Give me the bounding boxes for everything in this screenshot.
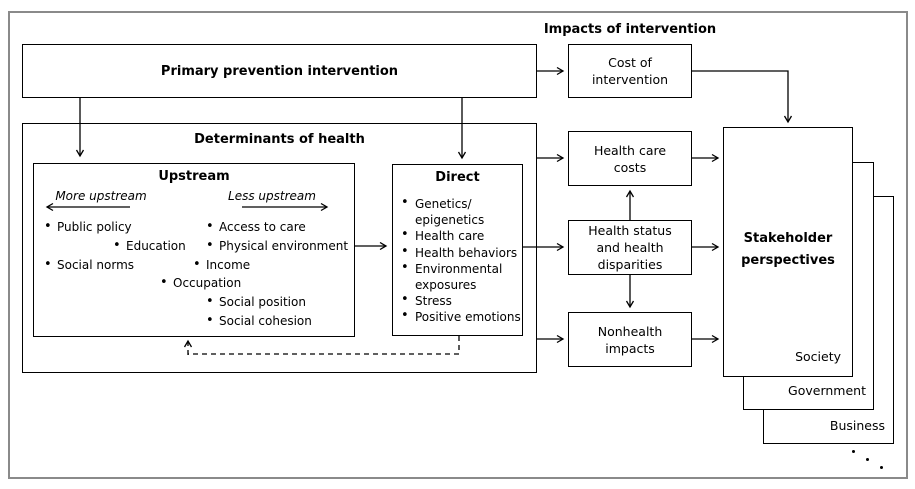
hs-line-1: Health status [588, 223, 672, 238]
direct-item-stress: Stress [401, 292, 519, 309]
more-stakeholders-ellipsis-dot-1 [852, 450, 855, 453]
more-stakeholders-ellipsis-dot-2 [866, 458, 869, 461]
nh-line-2: impacts [605, 340, 655, 356]
upstream-item-physical-environment: Physical environment [206, 238, 348, 253]
direct-item-genetics: Genetics/ [401, 195, 519, 212]
stakeholder-title-line-1: Stakeholder [743, 231, 833, 246]
direct-item-health-care: Health care [401, 227, 519, 244]
health-care-costs-box: Health care costs [568, 131, 692, 186]
more-upstream-label: More upstream [55, 189, 147, 203]
stakeholder-title: Stakeholder perspectives [724, 228, 852, 272]
direct-title: Direct [435, 170, 480, 185]
hs-line-3: disparities [597, 257, 663, 272]
upstream-title: Upstream [158, 169, 230, 184]
stakeholder-perspectives-box: Stakeholder perspectives Society [723, 127, 853, 377]
upstream-item-public-policy: Public policy [44, 219, 132, 234]
upstream-item-income: Income [193, 257, 250, 272]
cost-of-intervention-box: Cost of intervention [568, 44, 692, 98]
direct-item-epigenetics-wrap: epigenetics [415, 213, 485, 228]
upstream-item-occupation: Occupation [160, 275, 241, 290]
primary-prevention-box: Primary prevention intervention [22, 44, 537, 98]
stakeholder-title-line-2: perspectives [741, 253, 835, 268]
hs-line-2: and health [596, 240, 664, 255]
direct-item-positive-emotions: Positive emotions [401, 308, 521, 325]
direct-items-list: Genetics/ epigenetics Health care Health… [401, 195, 521, 326]
health-status-box: Health status and health disparities [568, 220, 692, 275]
impacts-of-intervention-header: Impacts of intervention [543, 22, 717, 37]
determinants-of-health-title: Determinants of health [194, 132, 365, 147]
nh-line-1: Nonhealth [597, 323, 663, 339]
cost-line-2: intervention [591, 72, 669, 87]
business-label: Business [829, 418, 885, 433]
outer-frame [8, 11, 908, 479]
upstream-item-social-cohesion: Social cohesion [206, 313, 312, 328]
direct-item-health-behaviors: Health behaviors [401, 244, 519, 261]
more-stakeholders-ellipsis-dot-3 [880, 466, 883, 469]
less-upstream-label: Less upstream [228, 189, 316, 203]
upstream-item-social-norms: Social norms [44, 257, 134, 272]
hcc-line-1: Health care [593, 142, 667, 158]
upstream-item-access-to-care: Access to care [206, 219, 306, 234]
nonhealth-impacts-box: Nonhealth impacts [568, 312, 692, 367]
society-label: Society [795, 349, 841, 364]
direct-item-environmental: Environmental [401, 260, 519, 277]
primary-prevention-label: Primary prevention intervention [160, 63, 399, 79]
cost-line-1: Cost of [608, 55, 652, 70]
upstream-item-education: Education [113, 238, 186, 253]
upstream-item-social-position: Social position [206, 294, 306, 309]
government-label: Government [788, 383, 866, 398]
direct-item-exposures-wrap: exposures [415, 278, 477, 293]
hcc-line-2: costs [613, 159, 647, 175]
